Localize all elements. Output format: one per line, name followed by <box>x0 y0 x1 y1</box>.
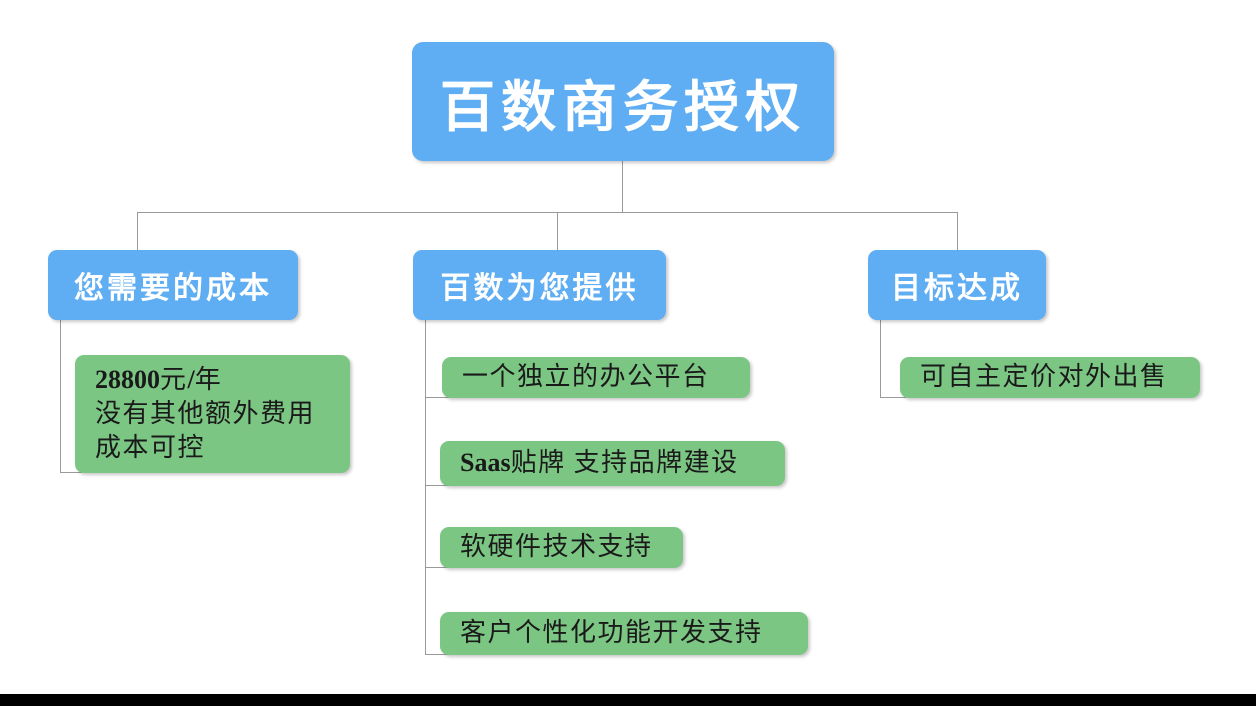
connector-drop-offer <box>557 212 558 250</box>
leaf-goal-resell-label: 可自主定价对外出售 <box>920 362 1168 392</box>
connector-drop-goal <box>957 212 958 250</box>
leaf-offer-saas-rest: 贴牌 支持品牌建设 <box>510 448 739 478</box>
connector-spine-cost <box>60 320 61 473</box>
branch-header-goal[interactable]: 目标达成 <box>868 250 1046 320</box>
leaf-cost-line-controllable: 成本可控 <box>95 433 206 463</box>
connector-stub-cost-1 <box>60 472 82 473</box>
branch-header-offer-label: 百数为您提供 <box>440 272 639 305</box>
leaf-node-offer-tech-support[interactable]: 软硬件技术支持 <box>440 527 683 568</box>
leaf-cost-line-price: 28800元/年 <box>95 363 222 397</box>
connector-stub-offer-1 <box>425 397 449 398</box>
leaf-cost-period: 年 <box>194 364 223 394</box>
branch-header-offer[interactable]: 百数为您提供 <box>413 250 666 320</box>
connector-root-stem <box>622 161 623 212</box>
leaf-node-offer-saas[interactable]: Saas贴牌 支持品牌建设 <box>440 441 785 486</box>
branch-header-cost[interactable]: 您需要的成本 <box>48 250 298 320</box>
leaf-node-cost-details[interactable]: 28800元/年 没有其他额外费用 成本可控 <box>75 355 350 473</box>
leaf-offer-platform-label: 一个独立的办公平台 <box>462 362 710 392</box>
leaf-cost-amount: 28800 <box>95 364 160 394</box>
leaf-node-goal-resell[interactable]: 可自主定价对外出售 <box>900 357 1200 398</box>
leaf-cost-line-no-extra: 没有其他额外费用 <box>95 398 316 428</box>
connector-stub-goal-1 <box>880 397 906 398</box>
branch-header-goal-label: 目标达成 <box>891 272 1023 305</box>
leaf-offer-custom-dev-label: 客户个性化功能开发支持 <box>460 618 763 648</box>
branch-header-cost-label: 您需要的成本 <box>74 272 272 305</box>
leaf-node-offer-custom-dev[interactable]: 客户个性化功能开发支持 <box>440 612 808 655</box>
connector-stub-offer-4 <box>425 654 449 655</box>
leaf-offer-saas-line: Saas贴牌 支持品牌建设 <box>460 446 739 480</box>
connector-drop-cost <box>137 212 138 250</box>
leaf-cost-currency-unit: 元 <box>160 364 188 394</box>
connector-stub-offer-2 <box>425 485 449 486</box>
bottom-bar <box>0 694 1256 706</box>
leaf-node-offer-platform[interactable]: 一个独立的办公平台 <box>442 357 750 398</box>
connector-spine-goal <box>880 320 881 398</box>
leaf-offer-saas-keyword: Saas <box>460 448 511 478</box>
connector-level2-bus <box>137 212 958 213</box>
leaf-cost-slash: / <box>187 364 195 394</box>
connector-stub-offer-3 <box>425 567 449 568</box>
root-node-label: 百数商务授权 <box>439 76 806 138</box>
leaf-offer-tech-support-label: 软硬件技术支持 <box>460 532 653 562</box>
root-node-title[interactable]: 百数商务授权 <box>412 42 834 161</box>
connector-spine-offer <box>425 320 426 655</box>
